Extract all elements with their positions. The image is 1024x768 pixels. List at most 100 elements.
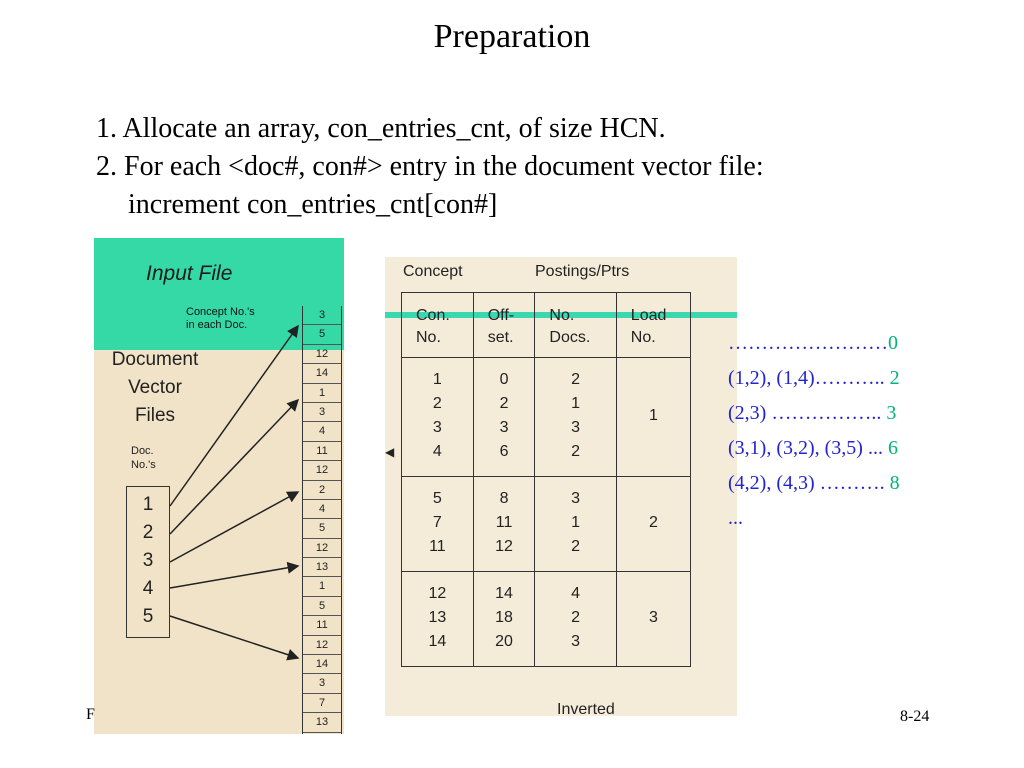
con-value: 3	[432, 419, 442, 436]
count-row: (3,1), (3,2), (3,5) ... 6	[728, 431, 900, 466]
arrow-doc1	[169, 324, 299, 507]
concept-number-cell: 11	[303, 616, 341, 636]
concept-number-cell: 5	[303, 597, 341, 617]
count-pairs: ……………………	[728, 332, 888, 354]
count-pairs: (4,2), (4,3) ……….	[728, 472, 890, 494]
count-row: (4,2), (4,3) ………. 8	[728, 466, 900, 501]
bullet-list: 1. Allocate an array, con_entries_cnt, o…	[96, 110, 764, 224]
inverted-label: Inverted	[557, 701, 615, 716]
arrow-doc2	[169, 398, 300, 535]
count-value: 8	[889, 472, 900, 494]
concept-number-cell: 5	[303, 325, 341, 345]
concept-number-cell: 12	[303, 461, 341, 481]
concept-number-cell: 12	[303, 636, 341, 656]
input-file-figure: Input File Concept No.'s in each Doc. Do…	[94, 238, 344, 734]
slide-number: 8-24	[900, 708, 930, 725]
doc-vector-line2: Vector	[128, 377, 182, 398]
load-value: 2	[615, 476, 692, 572]
count-value: 6	[887, 437, 898, 459]
concept-number-cell: 14	[303, 655, 341, 675]
con-value: 5	[432, 490, 442, 507]
load-value: 1	[615, 357, 692, 477]
col-header-offset: Off-set.	[472, 292, 536, 358]
doc-no-line2: No.'s	[131, 459, 156, 471]
doc-vector-line1: Document	[111, 349, 199, 370]
offset-value: 2	[499, 395, 509, 412]
cell-docs: 4 2 3	[534, 571, 617, 667]
concept-number-cell: 14	[303, 364, 341, 384]
docs-value: 3	[571, 633, 581, 650]
concept-number-cell: 13	[303, 713, 341, 733]
count-pairs: (2,3) ……………..	[728, 402, 887, 424]
con-value: 12	[428, 585, 447, 602]
concept-number-cell: 5	[303, 519, 341, 539]
cell-con: 12 13 14	[401, 571, 474, 667]
concept-number-cell: 4	[303, 500, 341, 520]
docs-value: 1	[571, 514, 581, 531]
doc-number: 3	[142, 550, 154, 571]
inverted-index-figure: Concept Postings/Ptrs ◀ Con.No. Off-set.…	[385, 257, 737, 716]
concept-number-cell: 1	[303, 577, 341, 597]
footer-left: F	[86, 706, 95, 723]
count-value: 2	[889, 367, 900, 389]
arrow-doc5	[169, 615, 300, 661]
arrow-doc3	[169, 491, 300, 563]
concept-number-cell: 12	[303, 539, 341, 559]
offset-value: 0	[499, 371, 509, 388]
docs-value: 2	[571, 371, 581, 388]
concept-label-line2: in each Doc.	[186, 319, 248, 331]
doc-vector-line3: Files	[134, 405, 176, 426]
con-value: 13	[428, 609, 447, 626]
con-value: 14	[428, 633, 447, 650]
count-pairs: (3,1), (3,2), (3,5) ...	[728, 437, 888, 459]
count-row: ...	[728, 501, 900, 536]
concept-number-cell: 2	[303, 481, 341, 500]
col-header-con-no: Con.No.	[401, 292, 474, 358]
concept-numbers-label: Concept No.'s in each Doc.	[186, 306, 255, 332]
doc-number: 4	[142, 578, 154, 599]
input-file-label: Input File	[146, 262, 233, 285]
col-header-no-docs: No.Docs.	[534, 292, 617, 358]
bullet-2-continuation: increment con_entries_cnt[con#]	[128, 189, 498, 220]
left-arrow-icon: ◀	[385, 445, 395, 459]
con-value: 2	[432, 395, 442, 412]
offset-value: 11	[495, 514, 513, 531]
document-vector-files-label: Document Vector Files	[100, 346, 210, 430]
offset-value: 8	[499, 490, 509, 507]
arrow-doc4	[169, 561, 300, 589]
concept-number-cell: 3	[303, 674, 341, 694]
concept-number-column: 3512141341112245121315111214371314	[302, 306, 342, 734]
slide-title: Preparation	[433, 18, 591, 55]
count-value: 3	[886, 402, 897, 424]
concept-number-cell: 3	[303, 306, 341, 326]
pointer-arrows	[169, 324, 300, 661]
doc-number-box: 1 2 3 4 5	[126, 486, 170, 638]
offset-value: 14	[495, 585, 513, 602]
count-list: ……………………0(1,2), (1,4)……….. 2(2,3) …………….…	[728, 326, 900, 536]
offset-value: 18	[495, 609, 513, 626]
docs-value: 2	[571, 443, 581, 460]
offset-value: 3	[499, 419, 509, 436]
count-pairs: (1,2), (1,4)………..	[728, 367, 890, 389]
concept-number-cell: 3	[303, 403, 341, 423]
count-row: (2,3) …………….. 3	[728, 396, 900, 431]
docs-value: 2	[571, 609, 581, 626]
concept-number-cell: 7	[303, 694, 341, 714]
doc-numbers-label: Doc. No.'s	[131, 444, 156, 472]
concept-label-line1: Concept No.'s	[186, 306, 255, 318]
concept-number-cell: 1	[303, 384, 341, 403]
docs-value: 3	[571, 490, 581, 507]
count-value: 0	[888, 332, 898, 354]
bullet-2: 2. For each <doc#, con#> entry in the do…	[96, 151, 764, 182]
docs-value: 4	[571, 585, 581, 602]
doc-number: 2	[142, 522, 154, 543]
con-value: 4	[432, 443, 442, 460]
postings-header: Postings/Ptrs	[535, 263, 630, 280]
